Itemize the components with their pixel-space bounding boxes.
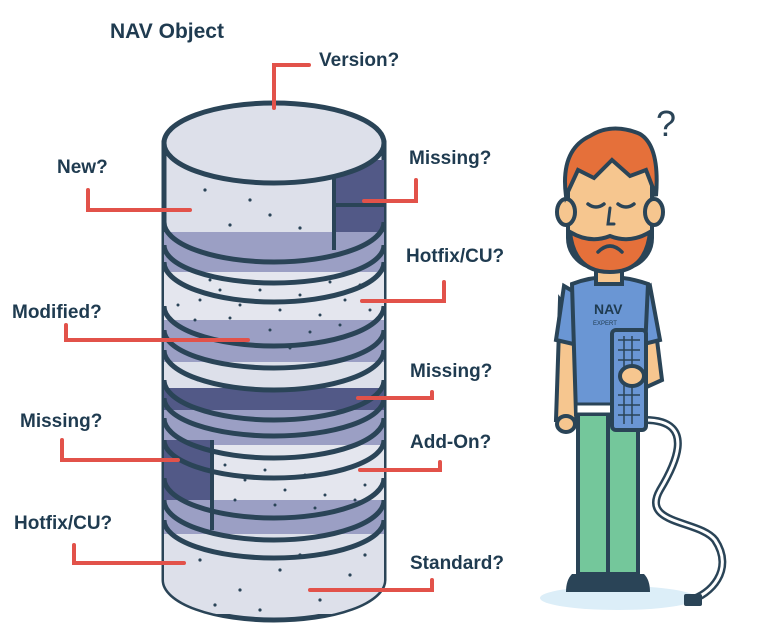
leader-hotfix-left [72,543,186,565]
leader-hotfix-right [360,280,446,303]
pants-left [576,412,610,576]
label-missing-mid-right: Missing? [410,361,493,382]
leader-new [86,188,192,212]
confused-developer [540,126,727,610]
leader-version [272,63,311,110]
shirt-logo-subtext: EXPERT [593,321,617,327]
label-standard: Standard? [410,553,504,574]
label-modified: Modified? [12,302,102,323]
leader-standard [308,578,434,592]
shoe-right [608,574,650,592]
leader-lines [60,63,446,592]
hair [563,126,659,204]
label-missing-left: Missing? [20,411,103,432]
cylinder-top [161,100,387,186]
question-mark: ? [656,103,676,144]
leader-add-on [358,460,442,472]
diagram-title: NAV Object [110,20,224,43]
label-add-on: Add-On? [410,432,492,453]
label-new: New? [57,157,108,178]
leader-modified [64,323,250,342]
beard [567,228,653,275]
label-hotfix-cu-right: Hotfix/CU? [406,246,505,267]
label-missing-top: Missing? [409,148,492,169]
pants-right [606,412,640,576]
missing-ring-middle [164,388,384,410]
label-version: Version? [319,50,400,71]
shirt-logo-text: NAV [594,301,623,317]
leader-missing-top [362,178,418,203]
leader-missing-left [60,438,180,462]
label-hotfix-cu-left: Hotfix/CU? [14,513,113,534]
shoe-left [566,574,608,592]
nav-object-cylinder [161,100,387,623]
leader-missing-mid [356,390,434,400]
